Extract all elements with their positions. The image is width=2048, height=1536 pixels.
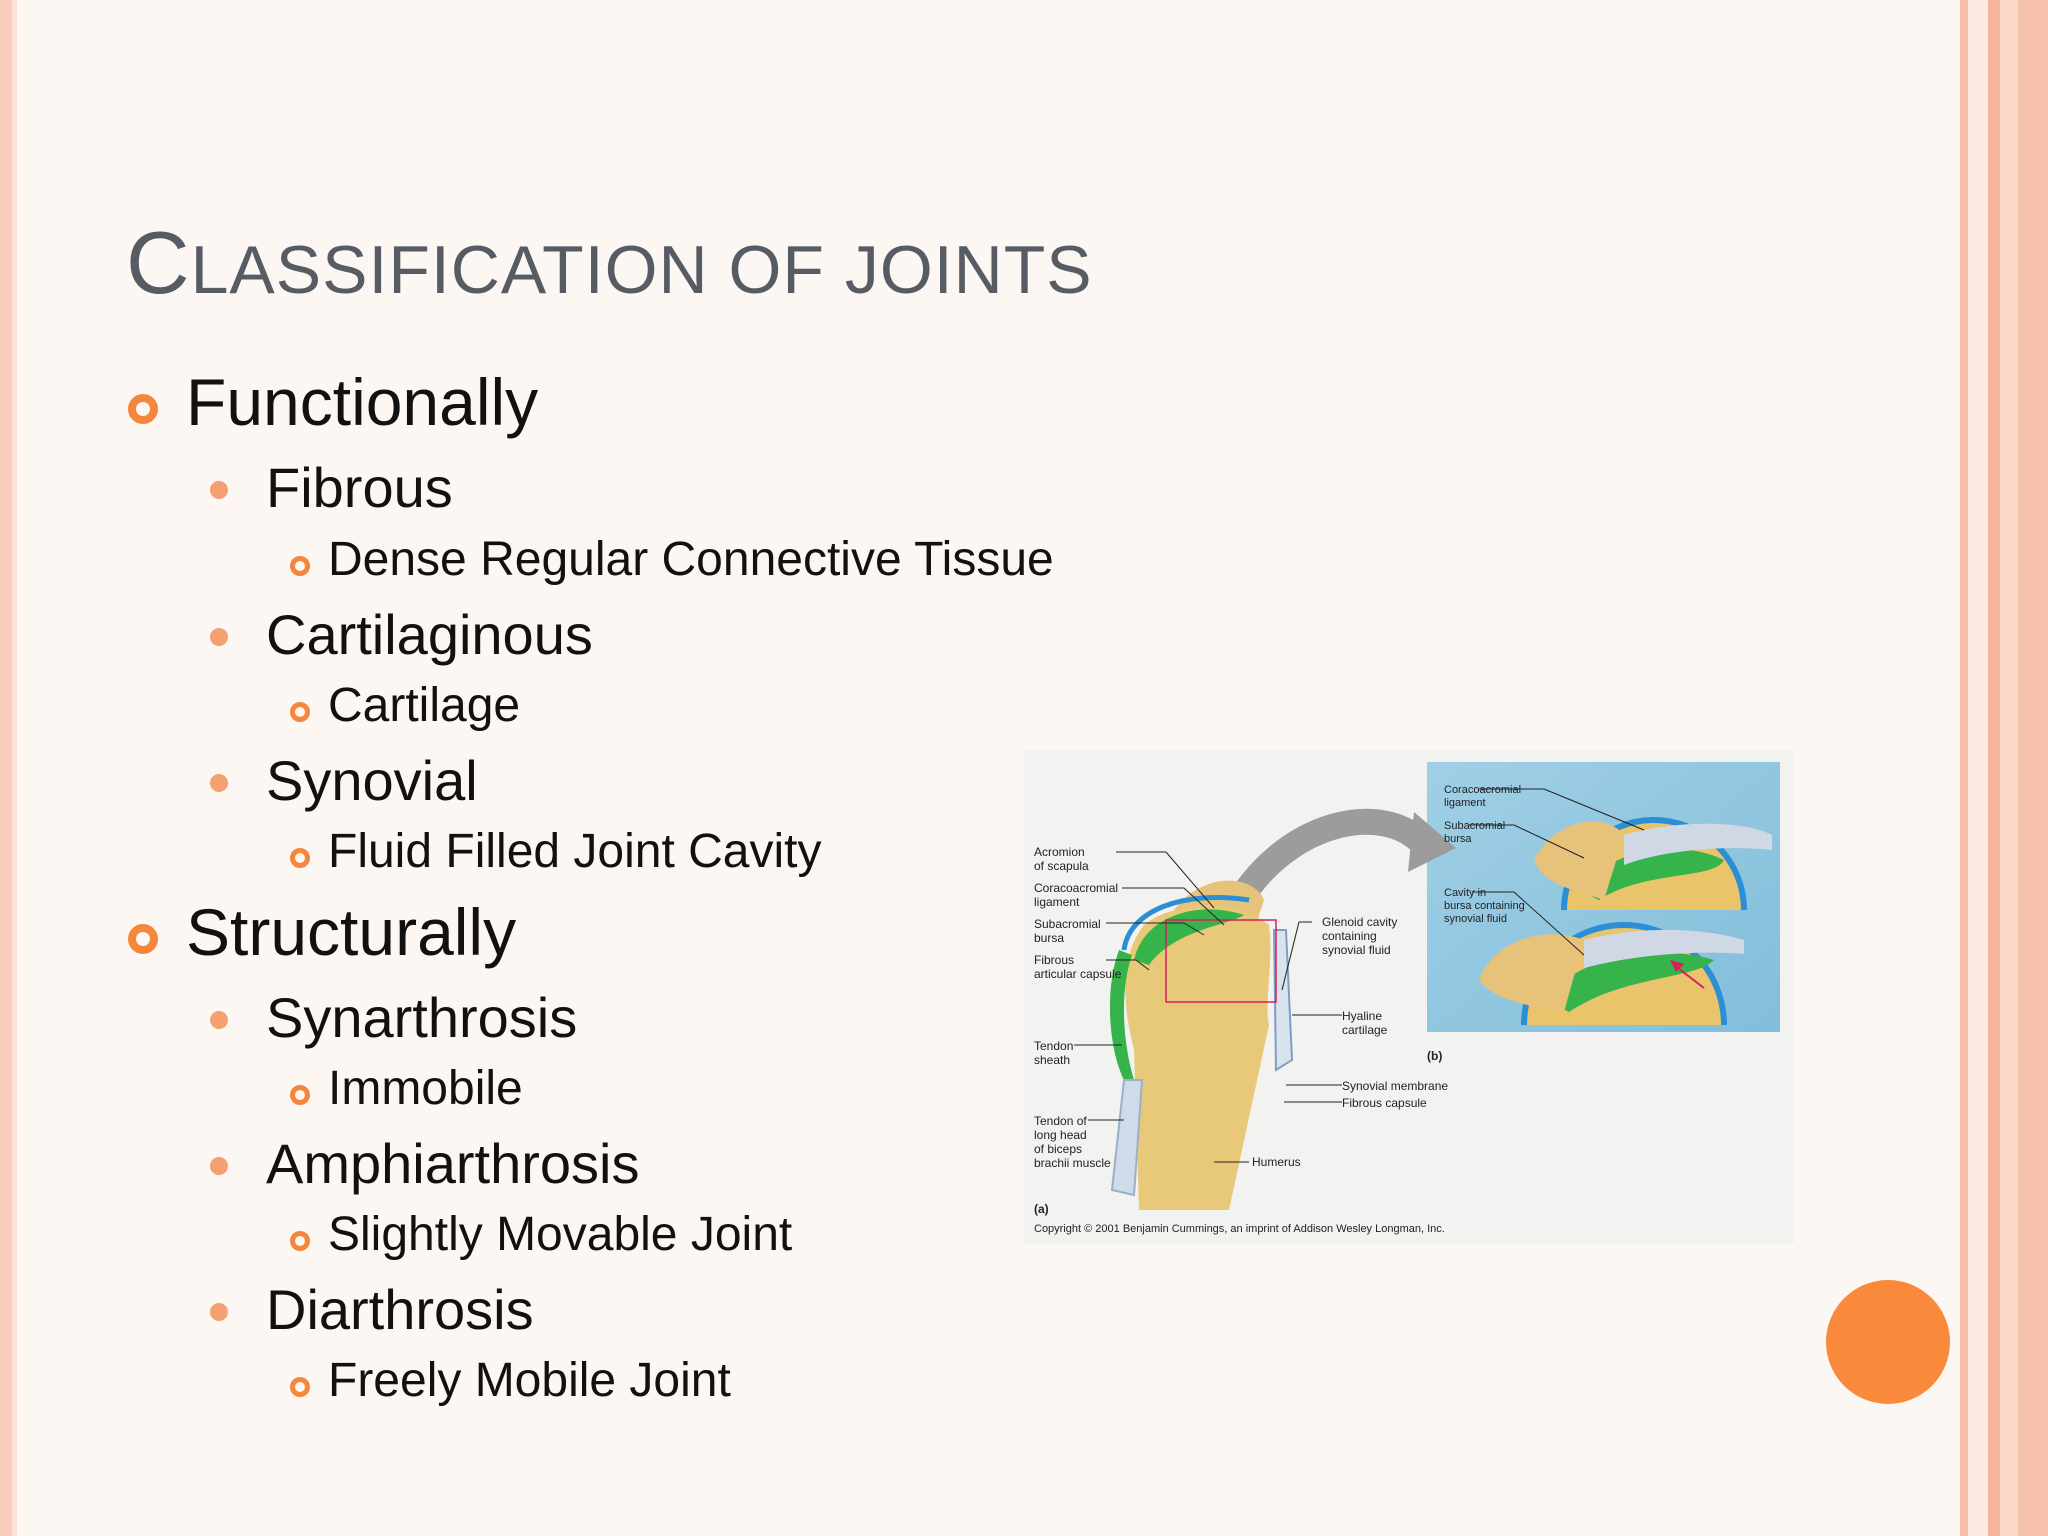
slide-title: CLASSIFICATION OF JOINTS <box>126 212 1093 314</box>
bullet-ring-icon <box>128 924 158 954</box>
left-stripe-inner <box>12 0 17 1536</box>
item-amphiarthrosis: Amphiarthrosis <box>266 1132 640 1195</box>
sub-cartilaginous: Cartilage <box>328 679 521 732</box>
label-fibrous-capsule-right: Fibrous capsule <box>1342 1096 1427 1110</box>
decorative-orange-circle <box>1826 1280 1950 1404</box>
item-diarthrosis: Diarthrosis <box>266 1278 534 1341</box>
item-cartilaginous: Cartilaginous <box>266 603 593 666</box>
label-panel-b: (b) <box>1427 1049 1442 1063</box>
right-stripe-4 <box>2000 0 2018 1536</box>
item-fibrous: Fibrous <box>266 456 453 519</box>
item-synarthrosis: Synarthrosis <box>266 986 578 1049</box>
sub-amphiarthrosis: Slightly Movable Joint <box>328 1208 793 1261</box>
right-stripe-5 <box>2018 0 2048 1536</box>
bullet-ring-icon <box>128 394 158 424</box>
right-stripe-3 <box>1988 0 2000 1536</box>
bullet-ring-small-icon <box>290 1377 310 1397</box>
label-synovial-membrane: Synovial membrane <box>1342 1079 1448 1093</box>
sub-fibrous: Dense Regular Connective Tissue <box>328 533 1054 586</box>
sub-synarthrosis: Immobile <box>328 1062 523 1115</box>
bullet-dot-icon <box>210 481 228 499</box>
label-humerus: Humerus <box>1252 1155 1301 1169</box>
sub-synovial: Fluid Filled Joint Cavity <box>328 825 822 878</box>
figure-copyright: Copyright © 2001 Benjamin Cummings, an i… <box>1034 1223 1445 1235</box>
right-stripe-1 <box>1960 0 1968 1536</box>
bullet-ring-small-icon <box>290 556 310 576</box>
label-panel-a: (a) <box>1034 1202 1049 1216</box>
heading-functionally: Functionally <box>186 365 539 439</box>
bullet-ring-small-icon <box>290 1231 310 1251</box>
left-stripe <box>0 0 12 1536</box>
bullet-dot-icon <box>210 628 228 646</box>
title-rest: LASSIFICATION OF JOINTS <box>190 232 1093 308</box>
bullet-dot-icon <box>210 774 228 792</box>
bullet-dot-icon <box>210 1011 228 1029</box>
bullet-ring-small-icon <box>290 1085 310 1105</box>
bullet-ring-small-icon <box>290 702 310 722</box>
bullet-ring-small-icon <box>290 848 310 868</box>
right-stripe-2 <box>1968 0 1988 1536</box>
bullet-dot-icon <box>210 1157 228 1175</box>
bullet-dot-icon <box>210 1303 228 1321</box>
sub-diarthrosis: Freely Mobile Joint <box>328 1354 731 1407</box>
heading-structurally: Structurally <box>186 895 517 969</box>
title-initial: C <box>126 213 191 312</box>
item-synovial: Synovial <box>266 749 478 812</box>
